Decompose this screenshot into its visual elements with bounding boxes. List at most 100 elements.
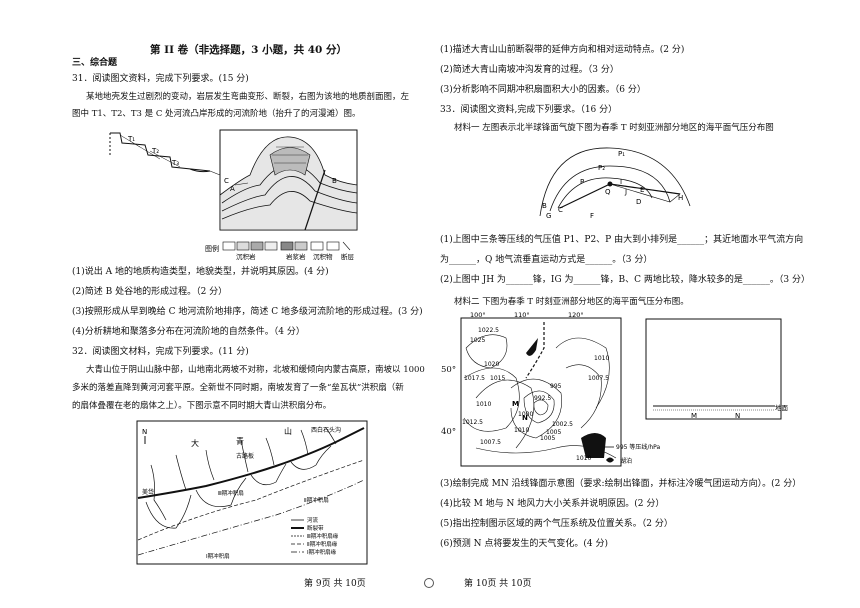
rivers [150,427,337,521]
legend-sedimentary: 沉积岩 [236,252,256,260]
label-p: P [580,178,584,186]
iso-992: 992.5 [534,395,551,402]
q32-sub1: (1)描述大青山山前断裂带的延伸方向和相对运动特点。(2 分) [440,45,685,55]
label-d: D [636,198,641,206]
place-xibaishitougou: 西白石头沟 [311,426,341,434]
ground-label: 地面 [775,403,789,412]
iso-1010d: 1010 [514,427,529,434]
low-center [607,181,613,187]
terrace-profile [109,132,211,173]
place-meidai: 美岱 [142,488,154,496]
lon-100: 100° [470,311,486,319]
label-c: C [224,177,229,185]
fan-edges [137,445,365,556]
q32-sub3: (3)分析影响不同期冲积扇面积大小的因素。（6 分） [440,85,646,95]
lon-120: 120° [568,311,584,319]
iso-1005b: 1005 [546,429,561,436]
label-t1: T₁ [127,135,135,143]
cyclone-isobar-figure: P₁ P₂ P Q I J E D H G C B F [539,147,691,220]
iso-1002: 1002.5 [552,421,573,428]
q32-material-line2: 多米的落差直降到黄河河套平原。全新世不同时期，南坡发育了一条“垒瓦状”洪积扇（新 [72,383,404,393]
iso-1010b: 1010 [594,355,609,362]
iso-1022: 1022.5 [478,327,499,334]
q31-sub3: (3)按照形成从早到晚给 C 地河流阶地排序，简述 C 地多级河流阶地的形成过程… [72,307,423,317]
q33-sub3: (3)绘制完成 MN 沿线锋面示意图（要求:绘制出锋面，并标注冷暖气团运动方向）… [440,479,802,489]
q31-stem: 31．阅读图文资料，完成下列要求。(15 分) [72,74,249,84]
geology-figure: T₁ T₂ T₃ C A B 图例 沉积岩 岩浆岩 沉积物 断层 [109,129,358,260]
isobar-p1 [539,147,691,217]
iso-1025: 1025 [470,337,485,344]
fault-line [137,427,365,499]
q33-sub5: (5)指出控制图示区域的两个气压系统及位置关系。（2 分） [440,519,673,529]
point-m: M [512,400,519,408]
zone1-label: Ⅰ期冲积扇 [206,552,230,560]
lake-shape [526,338,538,356]
front-wedge [609,183,681,203]
legend-magmatic: 岩浆岩 [286,252,306,260]
q33-sub1-line1: (1)上图中三条等压线的气压值 P1、P2、P 由大到小排列是______；其近… [440,235,804,245]
iso-1017: 1017.5 [464,375,485,382]
label-p2: P₂ [598,164,605,172]
label-h: H [678,194,683,202]
sea-shape [581,433,606,458]
legend-zone3: Ⅲ期冲积扇缘 [307,532,339,540]
label-p1: P₁ [618,150,625,158]
zone3-label: Ⅲ期冲积扇 [218,489,244,497]
mn-section-figure: 地面 M N [645,318,789,420]
alluvial-fan-map: N 大 青 山 西白石头沟 古路板 美岱 Ⅲ期冲积扇 Ⅱ期冲积扇 Ⅰ期冲积扇 河… [136,420,368,565]
iso-1005a: 1005 [540,435,555,442]
legend-river: 河流 [307,516,319,524]
legend-deposit: 沉积物 [313,252,333,260]
gutter-circle-icon [424,578,434,588]
label-q: Q [605,188,611,196]
label-j: J [624,188,627,196]
section-m: M [691,412,697,420]
point-n: N [522,414,528,422]
q33-stem: 33．阅读图文资料,完成下列要求。（16 分） [440,105,618,115]
label-f: F [590,212,594,220]
legend-zone1: Ⅰ期冲积扇缘 [307,548,337,556]
q33-sub2: (2)上图中 JH 为______锋，IG 为______锋，B、C 两地比较，… [440,275,810,285]
section-title: 第 II 卷（非选择题，3 小题，共 40 分） [150,44,348,56]
q33-material2: 材料二 下图为春季 T 时刻亚洲部分地区的海平面气压分布图。 [454,297,689,307]
legend-lake: 湖泊 [620,457,632,465]
label-g: G [546,212,551,220]
isobars [463,334,617,459]
footer-left: 第 9页 共 10页 [304,579,366,589]
isobar-p2 [549,165,671,212]
q31-sub2: (2)简述 B 处谷地的形成过程。（2 分） [72,287,228,297]
legend-zone2: Ⅱ期冲积扇缘 [307,540,338,548]
legend-title: 图例 [205,244,219,253]
footer-right: 第 10页 共 10页 [464,579,532,589]
iso-1000: 1000 [518,411,533,418]
sea-level-pressure-map: 100° 110° 120° 1022.5 1025 1020 1017.5 1… [460,311,622,467]
lake-icon [606,457,614,463]
label-c2: C [558,206,563,214]
iso-995: 995 [550,383,562,390]
q31-material-line2: 图中 T1、T2、T3 是 C 处河流凸岸形成的河流阶地（抬升了的河漫滩）图。 [72,109,361,119]
q31-sub1: (1)说出 A 地的地质构造类型，地貌类型，并说明其原因。(4 分) [72,267,329,277]
pressure-legend: 995 等压线/hPa 湖泊 [604,443,661,465]
q32-sub2: (2)简述大青山南坡冲沟发育的过程。（3 分） [440,65,619,75]
q33-sub4: (4)比较 M 地与 N 地风力大小关系并说明原因。(2 分） [440,499,665,509]
front-line [559,183,681,209]
map-legend [291,519,304,553]
q31-sub4: (4)分析耕地和聚落多分布在河流阶地的自然条件。（4 分） [72,327,305,337]
label-b: B [332,177,337,185]
section-n: N [735,412,740,420]
iso-1007a: 1007.5 [588,375,609,382]
place-gulvban: 古路板 [236,452,254,460]
iso-1015: 1015 [490,375,505,382]
north-label: N [142,428,147,436]
legend-fault: 断层 [341,252,355,260]
label-t2: T₂ [151,147,159,155]
zone2-label: Ⅱ期冲积扇 [304,496,329,504]
q32-material-line1: 大青山位于阴山山脉中部，山地南北两坡不对称，北坡和缓倾向内蒙古高原，南坡以 10… [86,365,425,375]
q32-material-line3: 的扇体叠覆在老的扇体之上）。下图示意不同时期大青山洪积扇分布。 [72,401,332,411]
legend-isobar: 995 等压线/hPa [616,443,661,451]
q33-sub1-line2: 为______，Q 地气流垂直运动方式是______。（3 分） [440,255,653,265]
label-a: A [230,185,235,193]
iso-1007b: 1007.5 [480,439,501,446]
iso-1010c: 1010 [576,455,591,462]
label-e: E [640,186,644,194]
